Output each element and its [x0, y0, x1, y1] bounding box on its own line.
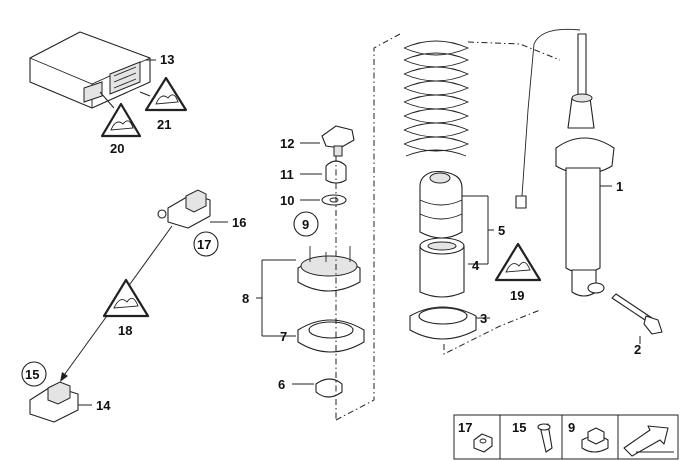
label-20: 20: [110, 141, 124, 156]
label-11: 11: [280, 167, 294, 182]
warning-triangle-icon: [144, 76, 188, 112]
label-5: 5: [498, 223, 505, 238]
bolt-2[interactable]: [611, 293, 663, 335]
shock-absorber[interactable]: [515, 28, 615, 297]
legend-label-17: 17: [458, 420, 472, 435]
label-17: 17: [197, 237, 211, 252]
collar-nut-9[interactable]: [581, 427, 609, 453]
mount-ring-7[interactable]: [297, 319, 365, 353]
warning-triangle-icon: [102, 278, 150, 318]
callout-circle: [21, 361, 47, 387]
washer-10[interactable]: [321, 194, 347, 206]
clip-12[interactable]: [321, 125, 355, 157]
cap-6[interactable]: [315, 378, 343, 398]
label-9: 9: [302, 217, 309, 232]
legend-label-15: 15: [512, 420, 526, 435]
label-1: 1: [616, 179, 623, 194]
coil-spring[interactable]: [403, 40, 470, 157]
label-15: 15: [25, 367, 39, 382]
label-4: 4: [472, 258, 480, 273]
warning-triangle-icon: [100, 102, 142, 138]
nut-17[interactable]: [473, 433, 493, 453]
label-16: 16: [232, 215, 246, 230]
warning-triangle-icon: [494, 242, 542, 282]
label-6: 6: [278, 377, 285, 392]
label-2: 2: [634, 342, 641, 357]
direction-arrow-icon: [623, 425, 674, 457]
label-12: 12: [280, 136, 294, 151]
bump-stop-5[interactable]: [419, 170, 463, 239]
label-13: 13: [160, 52, 174, 67]
label-10: 10: [280, 193, 294, 208]
label-8: 8: [242, 291, 249, 306]
height-sensor-upper[interactable]: [157, 189, 211, 229]
label-14: 14: [96, 398, 111, 413]
label-19: 19: [510, 288, 524, 303]
callout-circle: [293, 211, 319, 237]
strut-mount-8[interactable]: [297, 246, 361, 292]
legend-label-9: 9: [568, 420, 575, 435]
callout-circle: [193, 231, 219, 257]
height-sensor-lower[interactable]: [29, 381, 79, 423]
protective-tube-4[interactable]: [419, 237, 465, 298]
screw-15[interactable]: [537, 423, 553, 453]
label-7: 7: [280, 329, 287, 344]
control-unit[interactable]: [29, 31, 151, 109]
label-18: 18: [118, 323, 132, 338]
label-21: 21: [157, 117, 171, 132]
label-3: 3: [480, 311, 487, 326]
spring-pad-3[interactable]: [409, 306, 477, 340]
